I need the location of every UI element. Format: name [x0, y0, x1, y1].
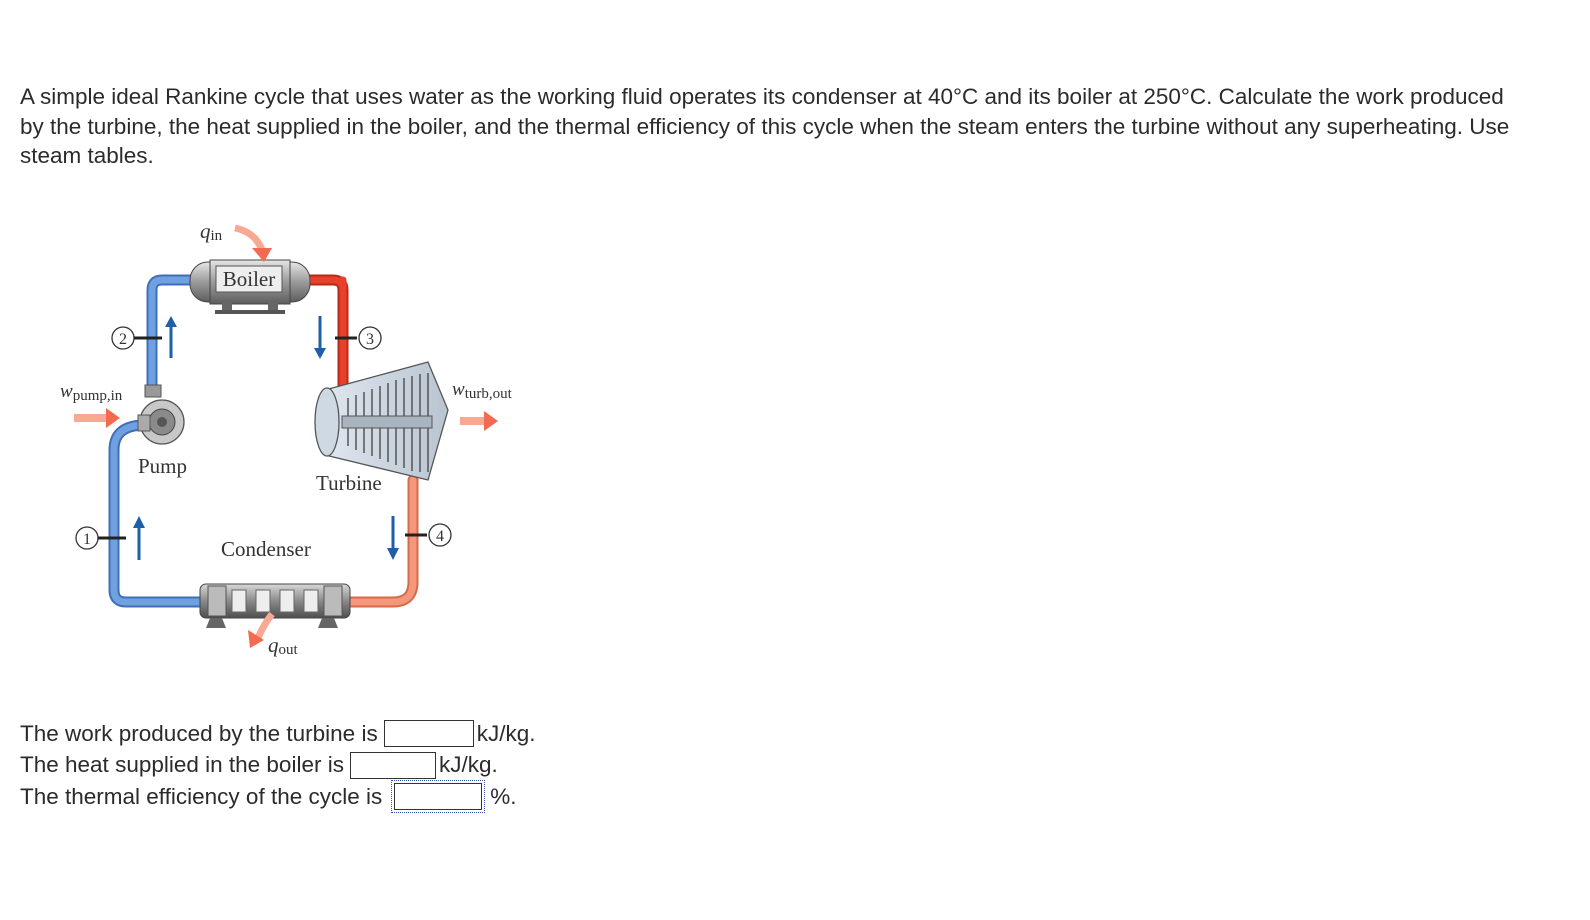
boiler-heat-prompt: The heat supplied in the boiler is: [20, 752, 344, 778]
q-in-label: qin: [200, 219, 223, 244]
efficiency-prompt: The thermal efficiency of the cycle is: [20, 783, 383, 809]
warm-pipe: [344, 474, 419, 608]
state-3-marker: 3: [335, 326, 382, 350]
svg-text:3: 3: [366, 331, 374, 348]
efficiency-input[interactable]: [391, 780, 486, 814]
state-1-marker: 1: [75, 526, 126, 550]
turbine-work-unit: kJ/kg.: [476, 720, 536, 746]
turbine-work-input[interactable]: [383, 720, 474, 748]
condenser-label: Condenser: [221, 537, 311, 561]
rankine-cycle-diagram: Boiler qin 2 3: [50, 210, 550, 670]
w-turb-label: wturb,out: [452, 379, 513, 402]
boiler: Boiler: [189, 259, 311, 314]
state-2-marker: 2: [111, 326, 162, 350]
hot-pipe: [299, 274, 349, 391]
state-4-marker: 4: [405, 523, 452, 547]
w-turb-arrow: [460, 411, 498, 431]
boiler-heat-unit: kJ/kg.: [438, 752, 498, 778]
condenser: [199, 583, 351, 628]
turbine: [314, 361, 449, 481]
answer-section: The work produced by the turbine is kJ/k…: [20, 718, 535, 814]
flow-arrow-down-4: [387, 516, 399, 560]
svg-text:2: 2: [119, 331, 127, 348]
answer-row-efficiency: The thermal efficiency of the cycle is %…: [20, 780, 535, 814]
pump-label: Pump: [138, 454, 187, 478]
flow-arrow-up-2: [165, 316, 177, 358]
boiler-label: Boiler: [223, 267, 276, 291]
svg-text:4: 4: [436, 528, 444, 545]
cold-pipe: [108, 274, 216, 608]
q-in-arrow: [234, 224, 272, 262]
turbine-work-prompt: The work produced by the turbine is: [20, 720, 378, 746]
problem-statement: A simple ideal Rankine cycle that uses w…: [20, 84, 1510, 168]
w-pump-arrow: [74, 408, 120, 428]
pump: [137, 384, 185, 445]
turbine-label: Turbine: [316, 471, 382, 495]
q-out-arrow: [248, 611, 275, 648]
svg-text:1: 1: [83, 531, 91, 548]
w-pump-label: wpump,in: [60, 381, 123, 404]
flow-arrow-up-1: [133, 516, 145, 560]
boiler-heat-input[interactable]: [349, 751, 436, 779]
q-out-label: qout: [268, 633, 299, 658]
flow-arrow-down-3: [314, 316, 326, 359]
answer-row-boiler-heat: The heat supplied in the boiler is kJ/kg…: [20, 750, 535, 782]
answer-row-turbine-work: The work produced by the turbine is kJ/k…: [20, 718, 535, 750]
efficiency-unit: %.: [490, 783, 517, 809]
